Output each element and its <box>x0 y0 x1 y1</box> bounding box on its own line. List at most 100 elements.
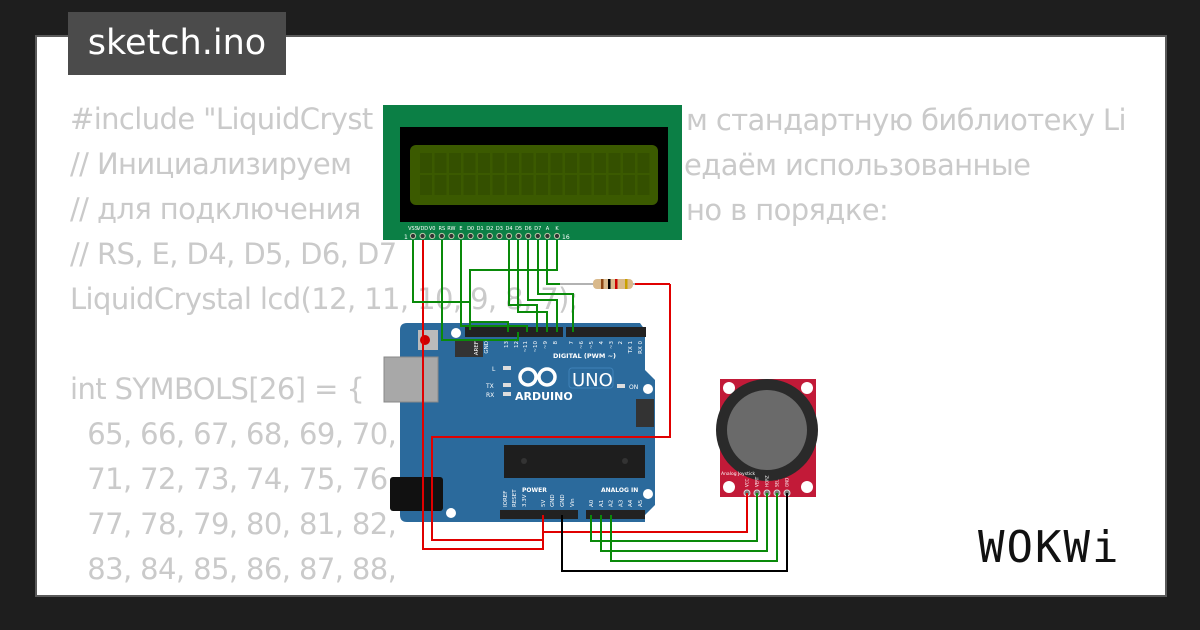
wire-green <box>600 493 768 552</box>
code-background: #include "LiquidCryst // Инициализируем //… <box>70 97 579 592</box>
lcd-char-cell <box>434 175 447 195</box>
lcd-pin-label: VDD <box>417 226 428 232</box>
lcd-pin-last: 16 <box>562 234 570 241</box>
lcd-char-cell <box>623 153 635 173</box>
joystick-pin-label: VCC <box>745 478 750 487</box>
lcd-pin[interactable] <box>486 232 493 240</box>
resistor[interactable] <box>560 279 640 289</box>
lcd-pin[interactable] <box>544 232 551 240</box>
code-line: int SYMBOLS[26] = { <box>70 372 365 406</box>
lcd-pin[interactable] <box>419 232 426 240</box>
wokwi-logo: WOKWi <box>978 522 1121 573</box>
power-pin-label: RESET <box>512 489 518 507</box>
uno-frame <box>568 367 614 389</box>
lcd-pin[interactable] <box>467 232 474 240</box>
joystick-pin-label: SEL <box>775 479 780 487</box>
lcd-char-cell <box>507 153 519 173</box>
analog-pin-label: A3 <box>618 499 624 507</box>
lcd-char-cell <box>420 175 432 195</box>
lcd-char-cell <box>521 175 534 195</box>
lcd-pin[interactable] <box>438 232 445 240</box>
lcd-pin-label: D3 <box>496 226 503 232</box>
code-fragment: но в порядке: <box>686 193 889 227</box>
wire-green <box>441 240 519 341</box>
lcd-char-cell <box>463 153 476 173</box>
lcd-char-cell <box>565 153 577 173</box>
analog-pin-label: A1 <box>599 500 605 507</box>
led-label: TX <box>485 383 494 390</box>
code-fragment: едаём использованные <box>684 148 1031 182</box>
joystick-pin-label: GND <box>785 478 790 487</box>
digital-pin-label: ~9 <box>543 341 549 350</box>
lcd-pin[interactable] <box>496 232 503 240</box>
lcd-char-cell <box>608 175 621 195</box>
icsp-header <box>636 399 654 427</box>
lcd-pin-label: K <box>555 226 559 232</box>
joystick-knob[interactable] <box>727 390 807 470</box>
lcd-pin[interactable] <box>553 232 561 240</box>
lcd-pin[interactable] <box>525 232 532 240</box>
mount-hole <box>643 489 653 499</box>
header-digital-left <box>465 327 563 337</box>
lcd-char-cell <box>463 175 476 195</box>
power-pin-label: GND <box>550 494 556 507</box>
wire-green <box>537 240 574 332</box>
lcd-pin[interactable] <box>505 232 513 240</box>
wire-green <box>460 240 528 332</box>
digital-pin-label: 2 <box>618 341 624 345</box>
lcd-char-cell <box>623 175 635 195</box>
lcd-char-cell <box>536 153 548 173</box>
lcd-char-cell <box>550 175 563 195</box>
lcd-pin[interactable] <box>448 232 455 240</box>
arduino-uno[interactable]: ARDUINO UNO DIGITAL (PWM ~) POWER ANALOG… <box>383 323 655 522</box>
led-label: ON <box>629 384 638 391</box>
digital-pin-label: 8 <box>553 341 559 345</box>
digital-pin-label: ~3 <box>609 341 615 350</box>
wire-green <box>508 240 538 332</box>
code-line: #include "LiquidCryst <box>70 102 373 136</box>
joystick-pin-label: VERT <box>755 476 760 487</box>
code-line: 77, 78, 79, 80, 81, 82, <box>70 507 397 541</box>
digital-pin-label: TX 1 <box>628 341 634 354</box>
reset-button-cap <box>420 335 430 345</box>
power-pin-label: IOREF <box>503 491 509 507</box>
analog-pin-label: A0 <box>589 499 595 507</box>
lcd-pin[interactable] <box>409 232 417 240</box>
lcd-pin-label: RS <box>438 226 445 232</box>
wire-green <box>610 493 778 562</box>
wire-green <box>546 240 560 285</box>
lcd-pin[interactable] <box>429 232 436 240</box>
mount-hole <box>643 384 653 394</box>
lcd-char-cell <box>492 153 505 173</box>
lcd-char-cell <box>608 153 621 173</box>
lcd-pin[interactable] <box>515 232 522 240</box>
power-pin-label: Vin <box>570 498 576 507</box>
lcd-pin-label: VSS <box>408 226 418 232</box>
power-pin-label: GND <box>560 494 566 507</box>
lcd-char-cell <box>478 153 490 173</box>
arduino-brand: ARDUINO <box>515 390 573 403</box>
digital-pin-label: GND <box>484 341 490 354</box>
code-line: // Инициализируем <box>70 147 352 181</box>
analog-pin-label: A2 <box>609 500 615 507</box>
lcd-pin[interactable] <box>477 232 484 240</box>
digital-pin-label: ~5 <box>589 341 595 350</box>
lcd-char-cell <box>579 175 592 195</box>
sketch-filename-badge: sketch.ino <box>68 12 286 75</box>
lcd-pin-label: D2 <box>486 226 493 232</box>
led-label: RX <box>486 392 494 399</box>
header-analog <box>586 510 645 519</box>
lcd-pin[interactable] <box>534 232 541 240</box>
digital-pin-label: ~11 <box>523 341 529 353</box>
wire-green <box>469 240 558 330</box>
code-line: // для подключения <box>70 192 361 226</box>
lcd-pin-label: D4 <box>505 226 512 232</box>
lcd-pin[interactable] <box>457 232 465 240</box>
power-pin-label: 5V <box>541 500 547 507</box>
digital-pin-label: ~10 <box>533 341 539 353</box>
led-label: L <box>492 366 496 373</box>
digital-pin-label: 7 <box>569 341 575 345</box>
code-line: 71, 72, 73, 74, 75, 76, <box>70 462 397 496</box>
